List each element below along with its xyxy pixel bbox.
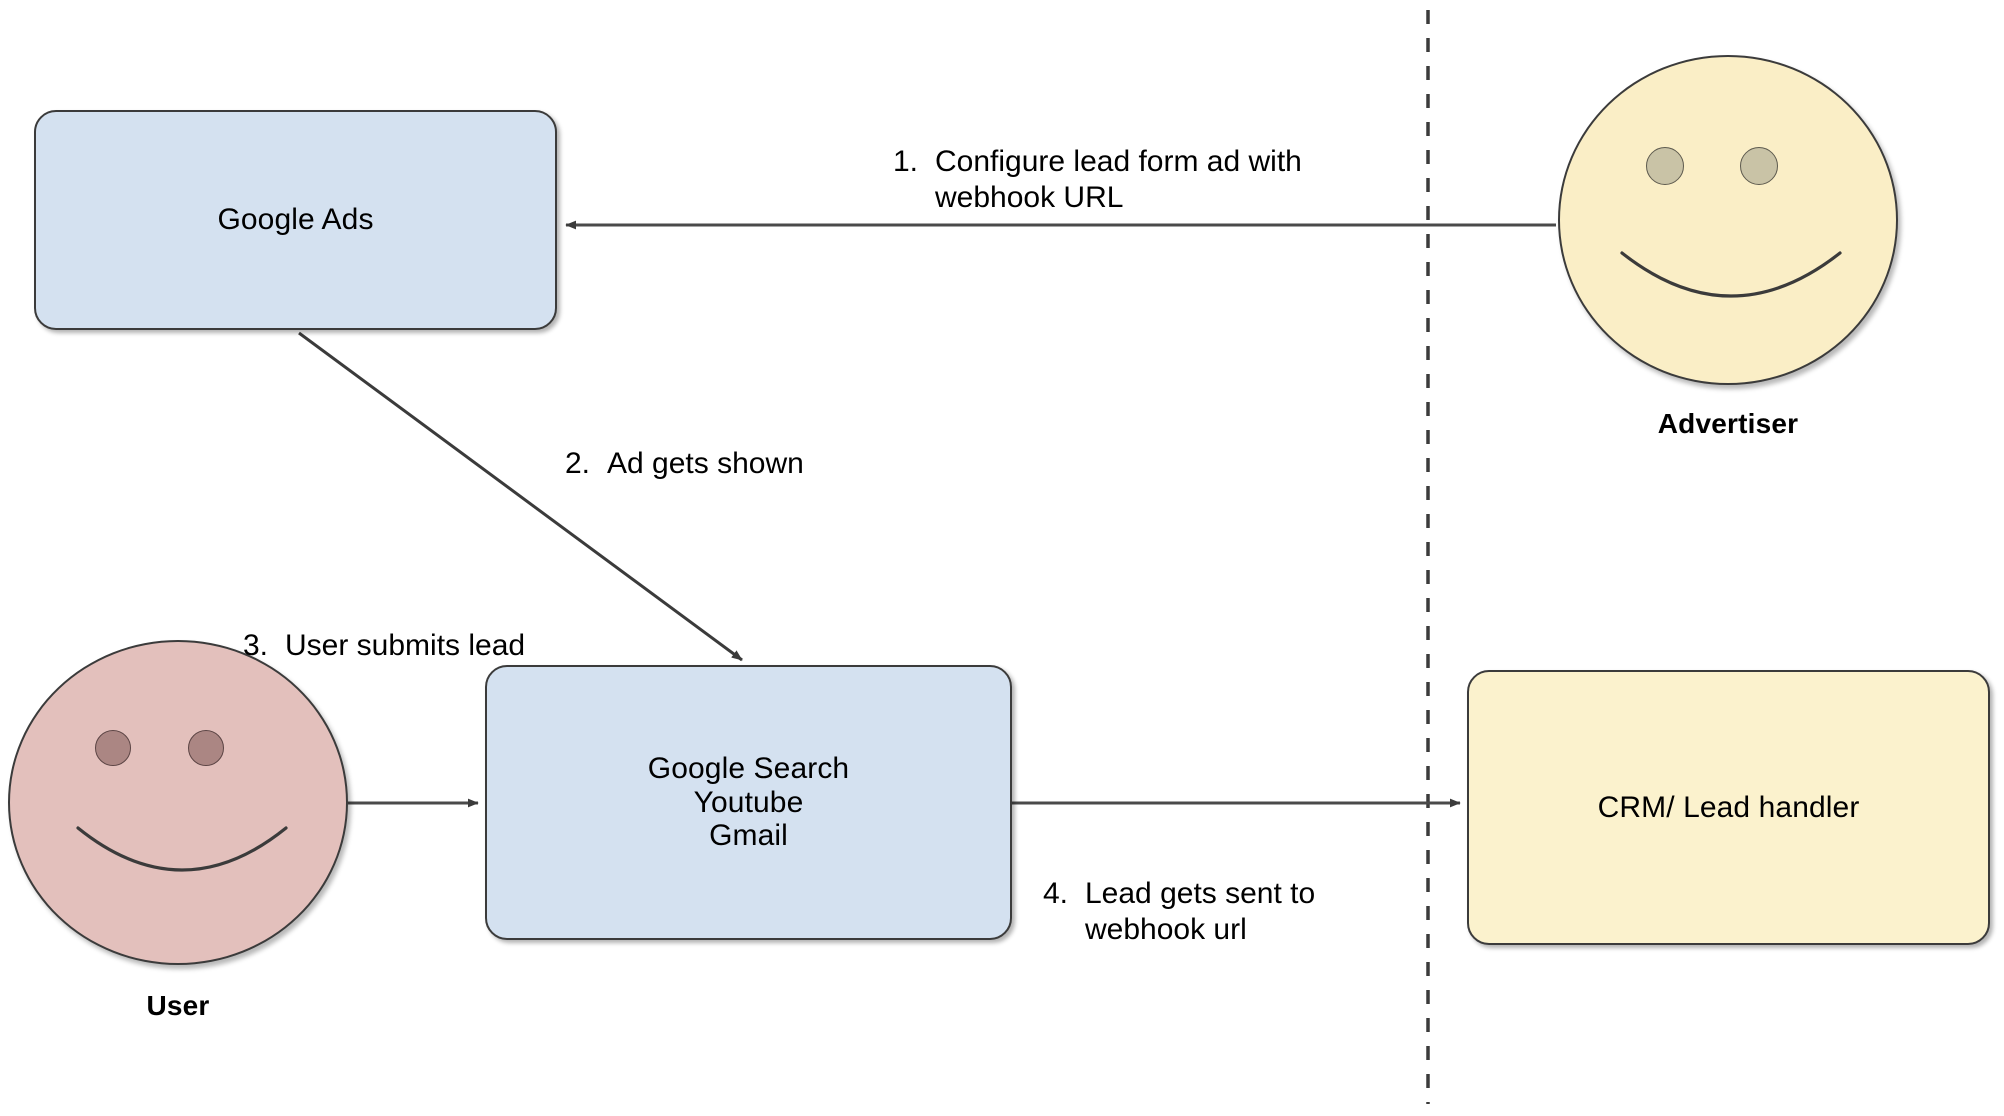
advertiser-left-eye-icon xyxy=(1646,147,1684,185)
edge-label-step-3: 3. User submits lead xyxy=(243,592,663,664)
edge-label-step-4: 4. Lead gets sent to webhook url xyxy=(1043,840,1443,948)
user-smile-icon xyxy=(76,826,288,872)
node-crm-lead-handler-label: CRM/ Lead handler xyxy=(1597,790,1860,824)
actor-advertiser-caption: Advertiser xyxy=(1657,408,1799,439)
edge-label-step-3-text: User submits lead xyxy=(285,629,526,662)
actor-advertiser-face-icon[interactable] xyxy=(1558,55,1898,385)
node-google-ads[interactable]: Google Ads xyxy=(34,110,557,330)
edge-label-step-4-text: Lead gets sent to webhook url xyxy=(1085,877,1316,946)
node-crm-lead-handler[interactable]: CRM/ Lead handler xyxy=(1467,670,1990,945)
edge-label-step-2: 2. Ad gets shown xyxy=(565,410,965,482)
user-left-eye-icon xyxy=(95,730,131,766)
node-google-surfaces[interactable]: Google Search Youtube Gmail xyxy=(485,665,1012,940)
advertiser-right-eye-icon xyxy=(1740,147,1778,185)
actor-user-caption: User xyxy=(146,990,210,1021)
node-google-ads-label: Google Ads xyxy=(217,203,374,237)
actor-user-face-icon[interactable] xyxy=(8,640,348,965)
advertiser-smile-icon xyxy=(1620,251,1842,298)
edge-label-step-2-text: Ad gets shown xyxy=(607,447,804,480)
edge-label-step-2-number: 2. xyxy=(565,447,591,480)
edge-label-step-3-number: 3. xyxy=(243,629,269,662)
edge-label-step-1-number: 1. xyxy=(893,145,919,178)
edge-label-step-1-text: Configure lead form ad with webhook URL xyxy=(935,145,1302,214)
node-google-surfaces-label: Google Search Youtube Gmail xyxy=(647,752,850,853)
edge-label-step-4-number: 4. xyxy=(1043,877,1069,910)
user-right-eye-icon xyxy=(188,730,224,766)
edge-label-step-1: 1. Configure lead form ad with webhook UR… xyxy=(893,108,1413,216)
